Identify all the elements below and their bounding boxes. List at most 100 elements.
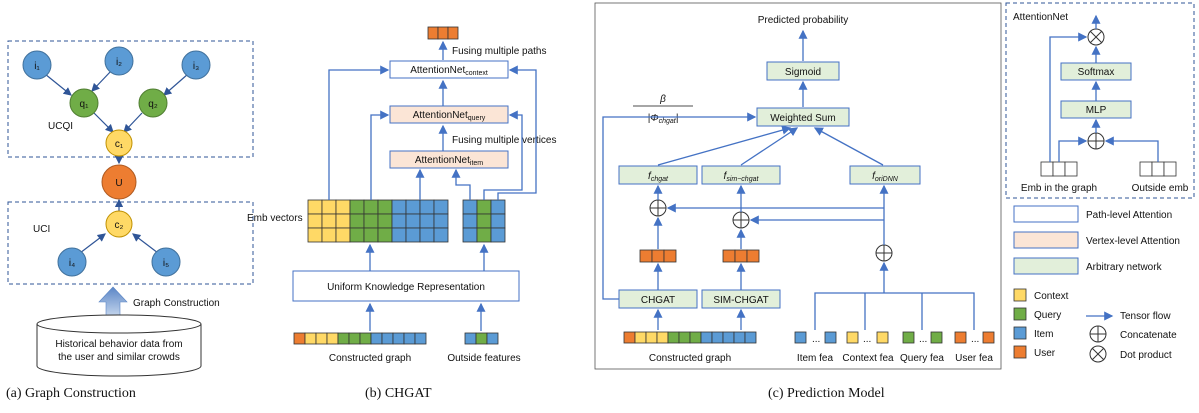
legend-path-level-swatch <box>1013 205 1079 223</box>
item-fea-vector: ... <box>794 331 837 345</box>
legend-user-label: User <box>1034 348 1056 359</box>
node-c2: c₂ <box>105 210 133 238</box>
ukr-label: Uniform Knowledge Representation <box>327 282 485 293</box>
dot-product-icon <box>1087 28 1105 46</box>
attention-query-box <box>389 105 509 124</box>
legend-context-label: Context <box>1034 291 1069 302</box>
chgat-label: CHGAT <box>641 295 675 306</box>
legend-path-level-label: Path-level Attention <box>1086 210 1172 221</box>
node-i5: i₅ <box>151 247 181 277</box>
legend-query-swatch <box>1013 307 1027 321</box>
concatenate-icon-2 <box>732 211 750 229</box>
mlp-label: MLP <box>1086 105 1107 116</box>
output-vector <box>427 26 459 40</box>
legend-concatenate-label: Concatenate <box>1120 330 1177 341</box>
outside-emb-vector <box>1139 161 1177 177</box>
weighted-sum-label: Weighted Sum <box>770 113 835 124</box>
node-q2: q₂ <box>138 88 168 118</box>
constructed-graph-label-b: Constructed graph <box>329 353 411 364</box>
svg-text:q₁: q₁ <box>80 99 90 110</box>
emb-vectors-label: Emb vectors <box>247 213 303 224</box>
svg-text:U: U <box>115 178 122 189</box>
node-i1: i₁ <box>22 50 52 80</box>
svg-text:...: ... <box>863 334 871 345</box>
constructed-graph-label-c: Constructed graph <box>649 353 731 364</box>
graph-construction-label: Graph Construction <box>133 298 220 309</box>
caption-c: (c) Prediction Model <box>768 386 885 401</box>
edge-i2-q1 <box>91 69 113 92</box>
caption-b: (b) CHGAT <box>365 386 432 401</box>
svg-text:i₁: i₁ <box>34 61 40 72</box>
panel-a: UCQI UCI i₁ i₂ i₃ q₁ q₂ c₁ U c₂ i₄ i₅ Gr… <box>6 40 254 401</box>
softmax-label: Softmax <box>1078 67 1115 78</box>
caption-a: (a) Graph Construction <box>6 386 136 401</box>
arrow-emb-to-context <box>328 65 390 200</box>
edge-q2-c1 <box>123 112 143 133</box>
node-i3: i₃ <box>181 50 211 80</box>
edge-i4-c2 <box>79 233 106 254</box>
user-fea-vector: ... <box>954 331 995 345</box>
beta-label: β <box>659 94 666 105</box>
weighted-sum-box <box>756 107 850 127</box>
concatenate-icon-3 <box>875 244 893 262</box>
legend-context-swatch <box>1013 288 1027 302</box>
node-i4: i₄ <box>57 247 87 277</box>
arrow-outside-cat <box>1104 136 1159 162</box>
inset-concatenate-icon <box>1087 132 1105 150</box>
svg-text:...: ... <box>812 334 820 345</box>
node-i2: i₂ <box>104 46 134 76</box>
arrow-outside-to-query <box>483 110 523 200</box>
svg-text:...: ... <box>919 334 927 345</box>
legend: Path-level Attention Vertex-level Attent… <box>1013 205 1180 363</box>
attention-net-title: AttentionNet <box>1013 12 1068 23</box>
arrow-emb-cat <box>1058 136 1088 162</box>
node-user: U <box>101 164 137 200</box>
item-fea-label: Item fea <box>797 353 834 364</box>
svg-text:...: ... <box>971 334 979 345</box>
database-icon <box>36 314 202 377</box>
panel-b: Fusing multiple paths AttentionNetcontex… <box>247 26 556 401</box>
constructed-graph-vector-c <box>623 331 757 344</box>
edge-i3-q2 <box>163 73 189 96</box>
svg-text:i₄: i₄ <box>69 258 75 269</box>
context-fea-label: Context fea <box>842 353 894 364</box>
sigmoid-box <box>766 61 840 81</box>
sim-chgat-output-vector <box>722 249 760 263</box>
emb-in-graph-vector <box>1040 161 1078 177</box>
edge-i5-c2 <box>132 233 159 254</box>
emb-in-graph-label: Emb in the graph <box>1021 183 1097 194</box>
database-text-line1: Historical behavior data from <box>55 339 182 350</box>
uci-label: UCI <box>33 224 50 235</box>
attention-query-label: AttentionNetquery <box>413 110 486 122</box>
chgat-output-vector <box>639 249 677 263</box>
query-fea-label: Query fea <box>900 353 944 364</box>
prediction-frame <box>594 2 1002 370</box>
f-chgat-box <box>618 165 698 185</box>
predicted-probability-label: Predicted probability <box>758 15 849 26</box>
arrow-outside-to-context <box>497 65 537 200</box>
attention-net-inset: AttentionNet Softmax MLP Emb in the grap… <box>1005 2 1195 199</box>
sim-chgat-label: SIM-CHGAT <box>713 295 768 306</box>
legend-dot-product-label: Dot product <box>1120 350 1172 361</box>
svg-text:c₂: c₂ <box>115 220 124 231</box>
constructed-graph-vector <box>293 332 427 345</box>
legend-vertex-level-label: Vertex-level Attention <box>1086 236 1180 247</box>
query-fea-vector: ... <box>902 331 943 345</box>
svg-text:i₂: i₂ <box>116 57 122 68</box>
svg-text:c₁: c₁ <box>115 139 124 150</box>
outside-features-vector <box>464 332 499 345</box>
concatenate-icon-1 <box>649 199 667 217</box>
legend-dot-product-icon <box>1089 345 1107 363</box>
legend-arbitrary-swatch <box>1013 257 1079 275</box>
svg-text:q₂: q₂ <box>148 99 158 110</box>
legend-item-swatch <box>1013 326 1027 340</box>
legend-tensor-flow-label: Tensor flow <box>1120 311 1171 322</box>
node-c1: c₁ <box>105 129 133 157</box>
ucqi-label: UCQI <box>48 121 73 132</box>
fusing-vertices-label: Fusing multiple vertices <box>452 135 556 146</box>
outside-emb-label: Outside emb <box>1132 183 1189 194</box>
arrow-emb-dot <box>1049 32 1088 162</box>
attention-context-box <box>389 60 509 79</box>
legend-concatenate-icon <box>1089 325 1107 343</box>
